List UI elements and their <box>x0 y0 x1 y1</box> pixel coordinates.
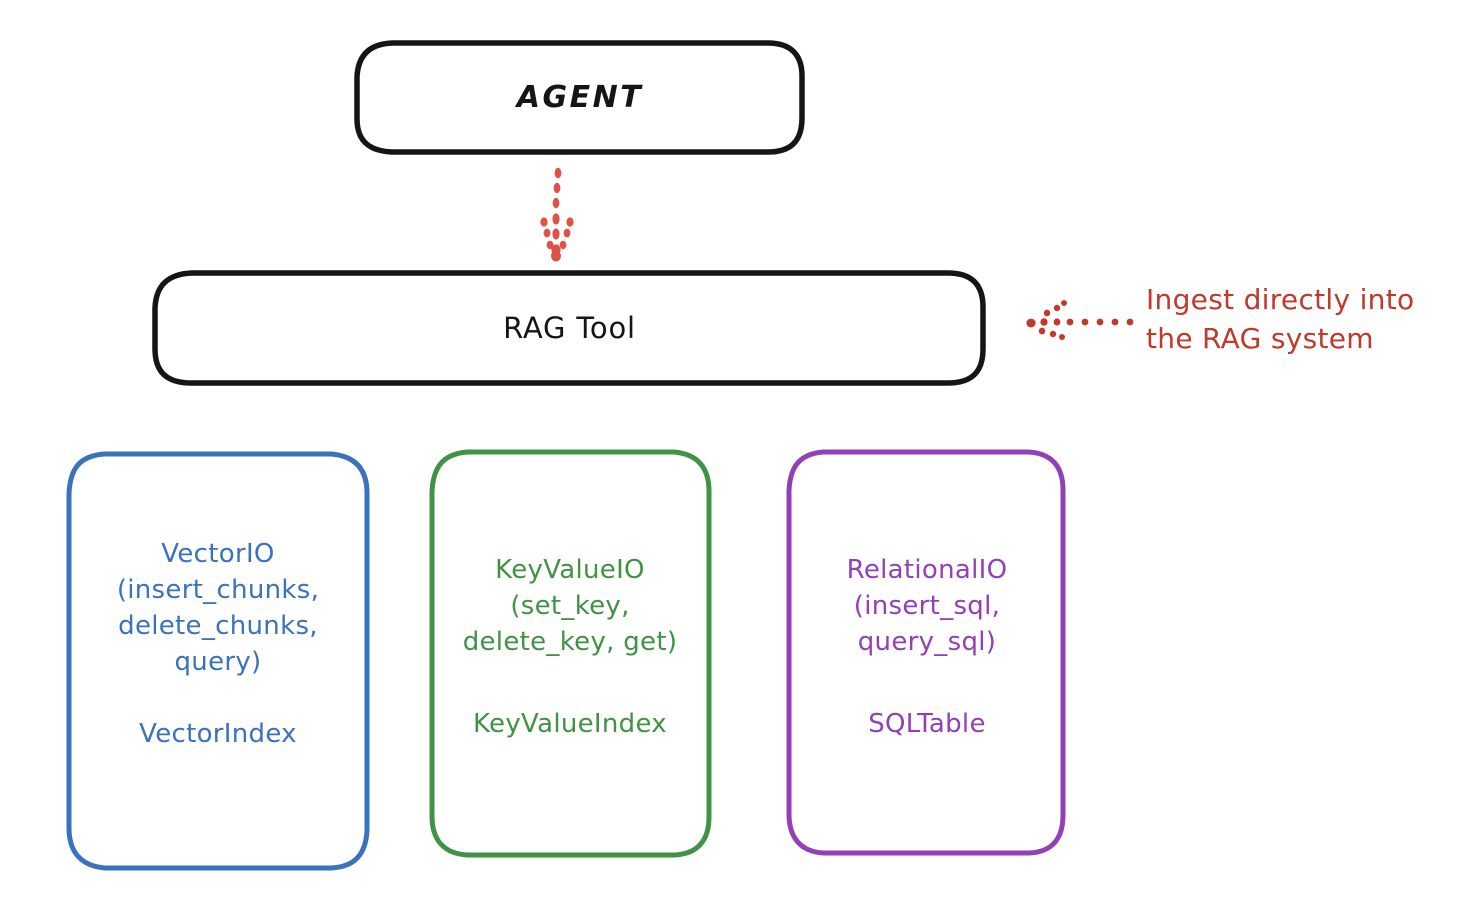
ingest-pointer-connector <box>1026 300 1134 340</box>
vector-io-node-shape[interactable] <box>66 451 370 871</box>
key-value-io-node-shape[interactable] <box>429 449 712 858</box>
relational-io-node-shape[interactable] <box>786 449 1066 856</box>
agent-to-rag-tool-connector <box>540 167 574 262</box>
rag-tool-node-shape[interactable] <box>152 270 986 386</box>
agent-node-shape[interactable] <box>354 40 805 155</box>
